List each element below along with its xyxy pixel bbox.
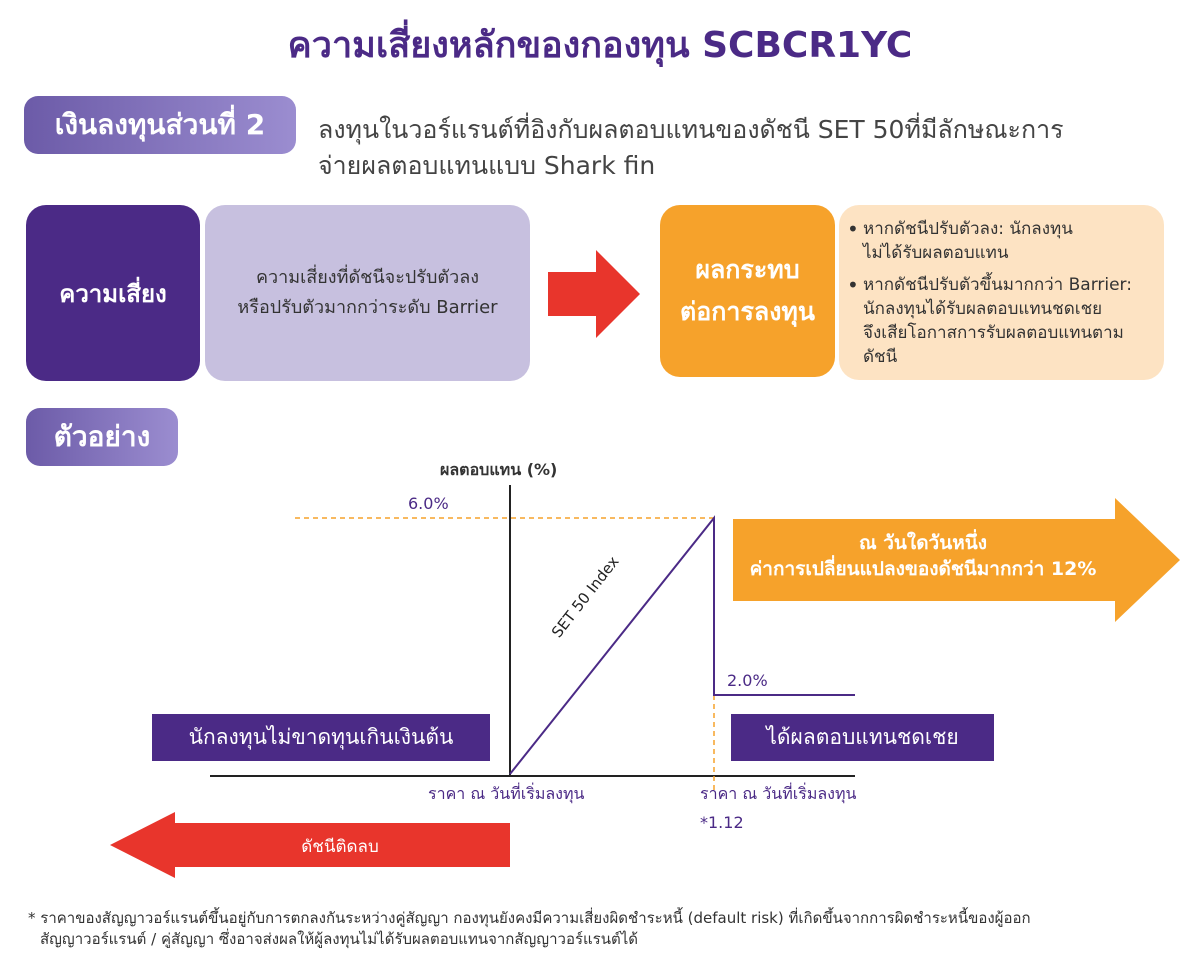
impact-bullet-2-line-3: จึงเสียโอกาสการรับผลตอบแทนตามดัชนี [863, 323, 1124, 367]
section-pill-investment-part-2: เงินลงทุนส่วนที่ 2 [24, 96, 296, 154]
impact-box: ผลกระทบ ต่อการลงทุน [660, 205, 835, 377]
payoff-line [509, 515, 855, 775]
label-6-percent: 6.0% [408, 494, 449, 513]
impact-bullet-1-line-1: หากดัชนีปรับตัวลง: นักลงทุน [863, 219, 1073, 239]
impact-label-line-2: ต่อการลงทุน [680, 297, 815, 326]
orange-arrow-text: ณ วันใดวันหนึ่ง ค่าการเปลี่ยนแปลงของดัชน… [733, 530, 1113, 582]
orange-arrow-line-2: ค่าการเปลี่ยนแปลงของดัชนีมากกว่า 12% [749, 558, 1097, 580]
section-description: ลงทุนในวอร์แรนต์ที่อิงกับผลตอบแทนของดัชน… [318, 112, 1178, 184]
x-label-barrier-line-2: *1.12 [700, 813, 744, 832]
page-title: ความเสี่ยงหลักของกองทุน SCBCR1YC [287, 25, 913, 66]
risk-desc-line-1: ความเสี่ยงที่ดัชนีจะปรับตัวลง [255, 267, 480, 288]
example-pill: ตัวอย่าง [26, 408, 178, 466]
right-purple-bar: ได้ผลตอบแทนชดเชย [731, 714, 994, 761]
footnote-line-2: สัญญาวอร์แรนต์ / คู่สัญญา ซึ่งอาจส่งผลให… [40, 930, 639, 948]
risk-desc-line-2: หรือปรับตัวมากกว่าระดับ Barrier [237, 297, 498, 318]
description-line-2: จ่ายผลตอบแทนแบบ Shark fin [318, 151, 656, 180]
orange-arrow-line-1: ณ วันใดวันหนึ่ง [859, 532, 987, 554]
y-axis-label: ผลตอบแทน (%) [440, 460, 558, 479]
orange-arrow-icon [733, 498, 1180, 622]
right-arrow-icon [548, 250, 640, 338]
left-arrow-icon [110, 812, 510, 878]
left-purple-bar: นักลงทุนไม่ขาดทุนเกินเงินต้น [152, 714, 490, 761]
impact-bullet-2-line-1: หากดัชนีปรับตัวขึ้นมากกว่า Barrier: [863, 275, 1132, 295]
x-label-barrier-line-1: ราคา ณ วันที่เริ่มลงทุน [700, 784, 857, 803]
impact-label-line-1: ผลกระทบ [695, 255, 800, 284]
label-2-percent: 2.0% [727, 671, 768, 690]
risk-description-box: ความเสี่ยงที่ดัชนีจะปรับตัวลง หรือปรับตั… [205, 205, 530, 381]
x-label-barrier: ราคา ณ วันที่เริ่มลงทุน *1.12 [700, 782, 856, 832]
impact-bullet-2: หากดัชนีปรับตัวขึ้นมากกว่า Barrier: นักล… [847, 273, 1152, 369]
description-line-1: ลงทุนในวอร์แรนต์ที่อิงกับผลตอบแทนของดัชน… [318, 115, 1064, 144]
impact-bullet-1: หากดัชนีปรับตัวลง: นักลงทุน ไม่ได้รับผลต… [847, 217, 1152, 265]
red-arrow-text: ดัชนีติดลบ [301, 837, 379, 857]
footnote: * ราคาของสัญญาวอร์แรนต์ขึ้นอยู่กับการตกล… [28, 908, 1178, 950]
impact-bullet-2-line-2: นักลงทุนได้รับผลตอบแทนชดเชย [863, 299, 1103, 319]
footnote-line-1: * ราคาของสัญญาวอร์แรนต์ขึ้นอยู่กับการตกล… [28, 909, 1031, 927]
x-label-start: ราคา ณ วันที่เริ่มลงทุน [428, 784, 585, 803]
impact-bullet-1-line-2: ไม่ได้รับผลตอบแทน [863, 243, 1009, 263]
impact-description-box: หากดัชนีปรับตัวลง: นักลงทุน ไม่ได้รับผลต… [839, 205, 1164, 380]
risk-box: ความเสี่ยง [26, 205, 200, 381]
